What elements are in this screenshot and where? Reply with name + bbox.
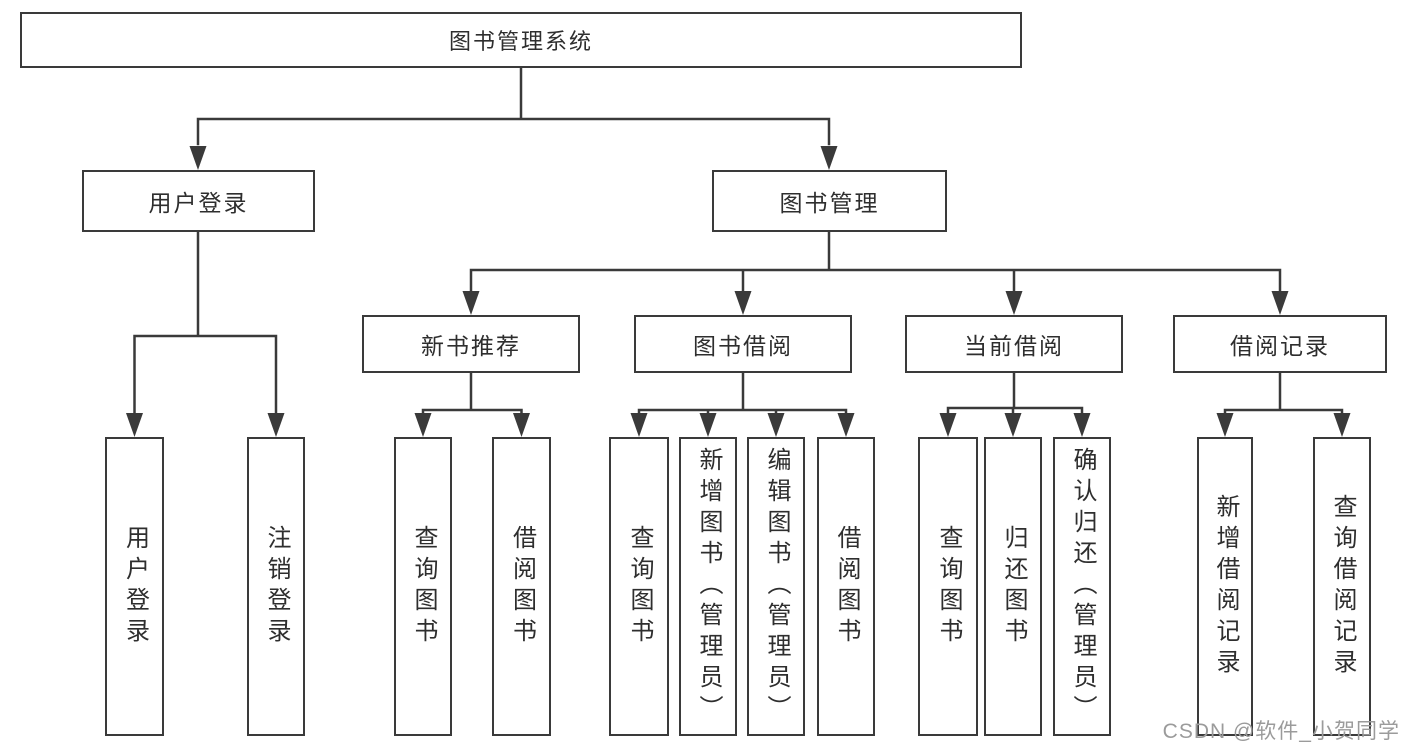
node-book-borrow-label: 图书借阅 <box>693 333 793 359</box>
leaf-borrow-book: 借阅图书 <box>817 437 875 736</box>
leaf-record-add-label: 新增借阅记录 <box>1212 493 1239 680</box>
node-root-system: 图书管理系统 <box>20 12 1022 68</box>
node-user-login-label: 用户登录 <box>148 190 249 216</box>
leaf-newbooks-query-label: 查询图书 <box>410 524 437 649</box>
node-root-label: 图书管理系统 <box>448 29 593 54</box>
leaf-borrow-add-admin: 新增图书（管理员） <box>679 437 737 736</box>
leaf-newbooks-borrow-label: 借阅图书 <box>508 524 536 649</box>
arrowheads <box>126 146 1351 437</box>
node-new-book-recommend: 新书推荐 <box>362 315 580 373</box>
leaf-borrow-book-label: 借阅图书 <box>833 524 860 649</box>
leaf-return-book: 归还图书 <box>984 437 1042 736</box>
leaf-borrow-query: 查询图书 <box>609 437 669 736</box>
leaf-user-login: 用户登录 <box>105 437 164 736</box>
leaf-logout-label: 注销登录 <box>263 524 290 649</box>
node-borrow-record-label: 借阅记录 <box>1230 333 1330 359</box>
watermark: CSDN @软件_小贺同学 <box>1162 720 1400 743</box>
node-book-management-label: 图书管理 <box>779 190 880 216</box>
leaf-user-login-label: 用户登录 <box>121 524 149 649</box>
leaf-borrow-edit-admin: 编辑图书（管理员） <box>747 437 805 736</box>
leaf-current-query: 查询图书 <box>918 437 978 736</box>
leaf-record-query-label: 查询借阅记录 <box>1329 493 1356 680</box>
node-current-borrow-label: 当前借阅 <box>964 333 1064 359</box>
leaf-newbooks-borrow: 借阅图书 <box>492 437 551 736</box>
node-borrow-record: 借阅记录 <box>1173 315 1387 373</box>
leaf-confirm-return-admin: 确认归还（管理员） <box>1053 437 1111 736</box>
leaf-borrow-query-label: 查询图书 <box>626 524 653 649</box>
leaf-logout: 注销登录 <box>247 437 305 736</box>
node-book-borrow: 图书借阅 <box>634 315 852 373</box>
leaf-current-query-label: 查询图书 <box>935 524 962 649</box>
leaf-return-book-label: 归还图书 <box>1000 524 1027 649</box>
leaf-record-add: 新增借阅记录 <box>1197 437 1253 736</box>
leaf-confirm-return-admin-label: 确认归还（管理员） <box>1069 447 1096 726</box>
node-new-book-recommend-label: 新书推荐 <box>421 333 521 359</box>
leaf-newbooks-query: 查询图书 <box>394 437 452 736</box>
leaf-borrow-edit-admin-label: 编辑图书（管理员） <box>763 447 790 726</box>
node-current-borrow: 当前借阅 <box>905 315 1123 373</box>
node-user-login: 用户登录 <box>82 170 315 232</box>
leaf-borrow-add-admin-label: 新增图书（管理员） <box>695 447 722 726</box>
leaf-record-query: 查询借阅记录 <box>1313 437 1371 736</box>
node-book-management: 图书管理 <box>712 170 947 232</box>
